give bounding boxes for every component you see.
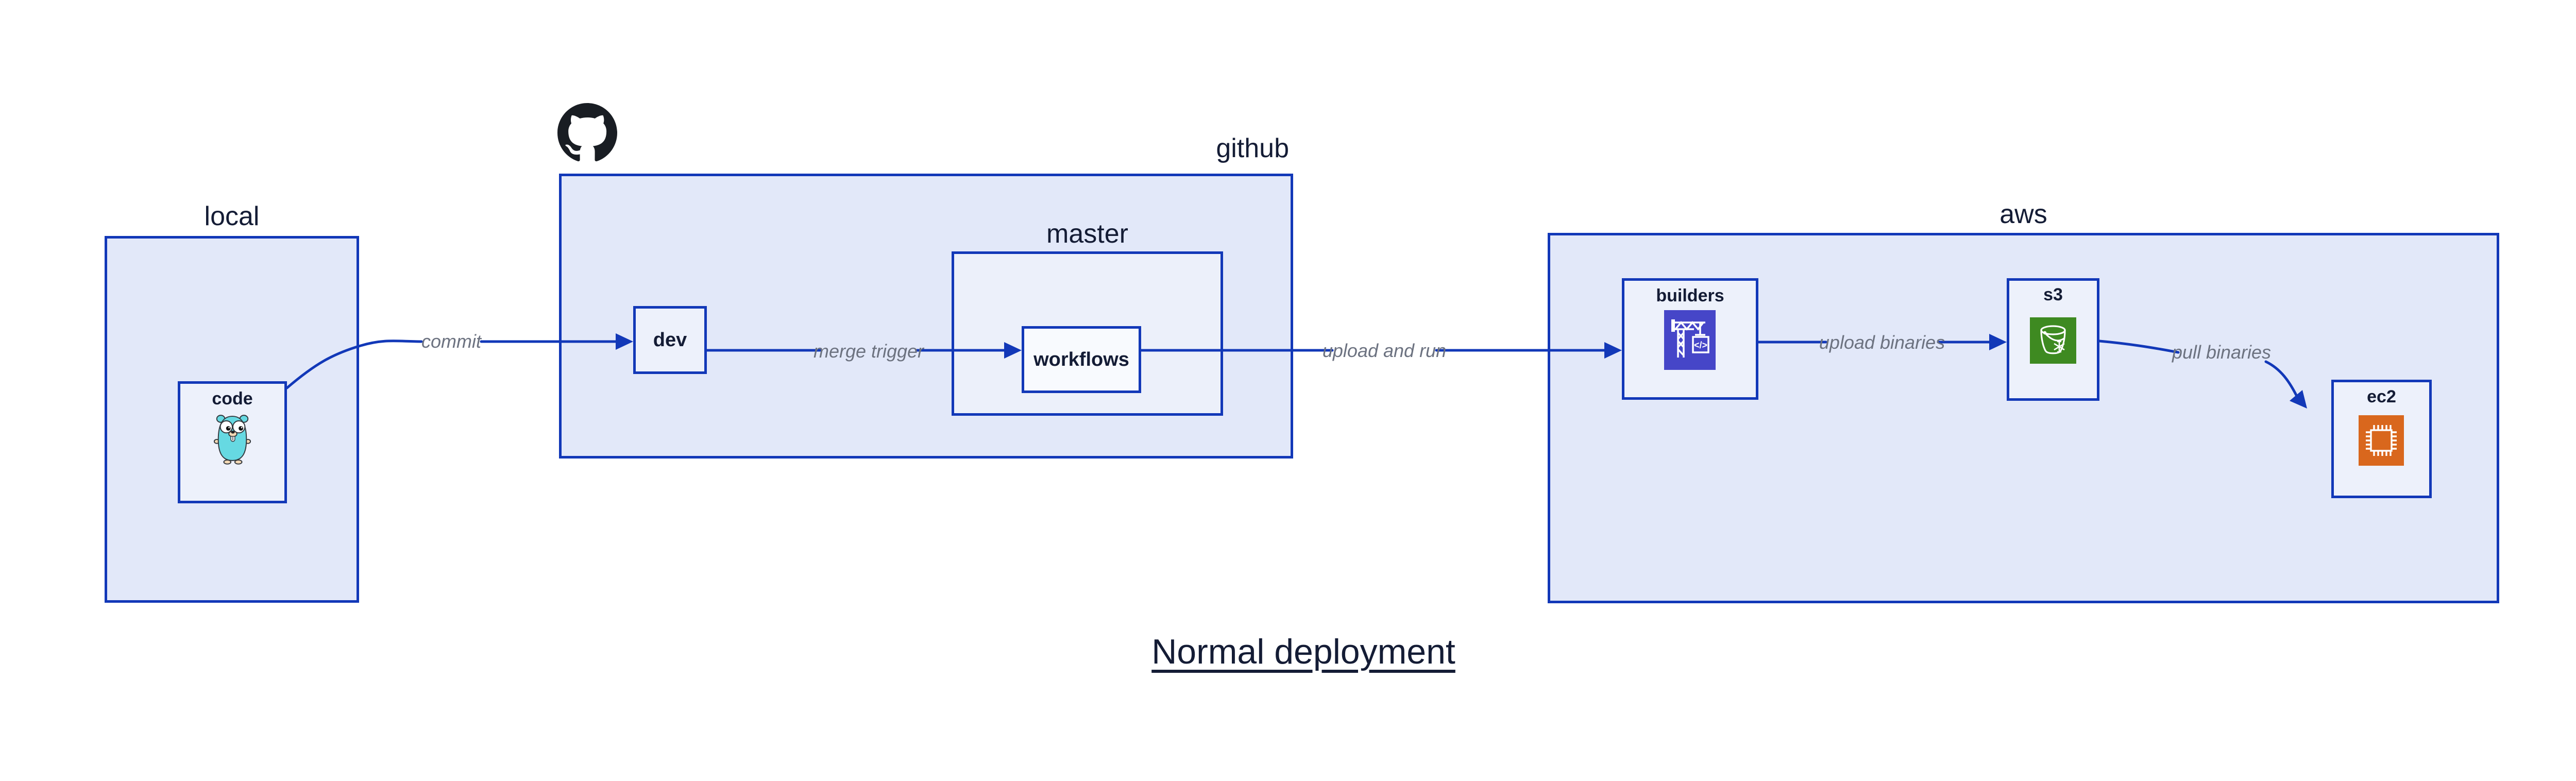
builders-node-label: builders	[1656, 286, 1724, 305]
diagram-title: Normal deployment	[1151, 632, 1455, 671]
s3-node-label: s3	[2043, 285, 2063, 304]
aws-codebuild-crane-icon: </>	[1664, 310, 1716, 370]
upload-binaries-edge-label: upload binaries	[1819, 332, 1945, 353]
aws-s3-bucket-icon	[2030, 317, 2076, 364]
aws-ec2-chip-icon	[2359, 415, 2404, 466]
dev-node-box	[633, 306, 707, 374]
go-gopher-icon	[212, 410, 252, 466]
master-region-label: master	[1046, 219, 1128, 249]
github-region-label: github	[1216, 133, 1289, 163]
s3-node-box	[2007, 278, 2099, 401]
builders-code-glyph: </>	[1694, 340, 1707, 350]
github-octocat-icon	[557, 103, 617, 163]
pull-binaries-edge-label: pull binaries	[2172, 342, 2272, 363]
workflows-node-box	[1022, 326, 1141, 393]
merge-trigger-edge-label: merge trigger	[813, 341, 924, 362]
workflows-node-label: workflows	[1033, 348, 1129, 370]
upload-and-run-edge-label: upload and run	[1322, 340, 1447, 361]
code-node-label: code	[212, 389, 253, 409]
ec2-node-label: ec2	[2367, 387, 2396, 406]
local-region-label: local	[204, 201, 260, 231]
aws-region-label: aws	[1999, 199, 2047, 229]
dev-node-label: dev	[653, 329, 687, 351]
commit-edge-label: commit	[421, 331, 481, 352]
